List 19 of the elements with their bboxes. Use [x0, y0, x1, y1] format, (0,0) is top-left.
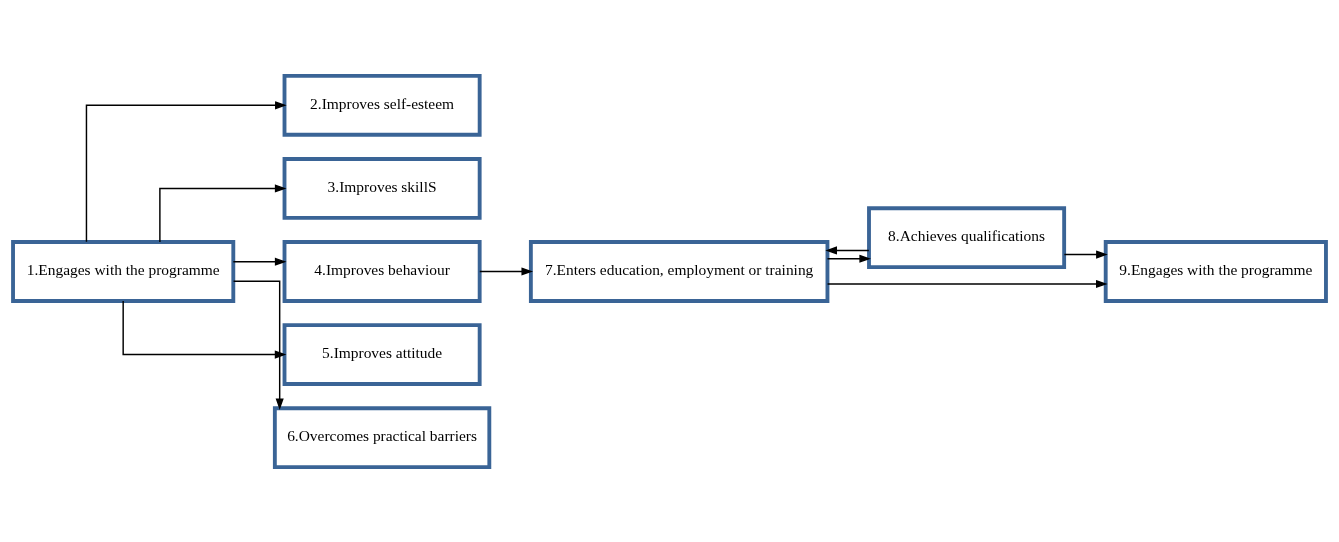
node-box: 3.Improves skillS [282, 156, 482, 220]
arrow [826, 279, 1108, 288]
node-box: 9.Engages with the programme [1103, 239, 1328, 303]
arrow [232, 280, 284, 410]
arrow [826, 254, 871, 263]
node-box: 8.Achieves qualifications [867, 205, 1067, 269]
node-box: 5.Improves attitude [282, 322, 482, 386]
arrow [232, 257, 287, 266]
arrow [1063, 250, 1108, 259]
node-box: 7.Enters education, employment or training [528, 239, 830, 303]
arrow [122, 299, 287, 359]
node-box: 6.Overcomes practical barriers [272, 405, 492, 469]
node-box: 4.Improves behaviour [282, 239, 482, 303]
arrow [479, 266, 534, 276]
node-box: 1.Engages with the programme [11, 239, 236, 303]
arrow [85, 100, 287, 242]
arrow [825, 245, 870, 254]
arrow [159, 183, 287, 243]
node-box: 2.Improves self-esteem [282, 73, 482, 137]
